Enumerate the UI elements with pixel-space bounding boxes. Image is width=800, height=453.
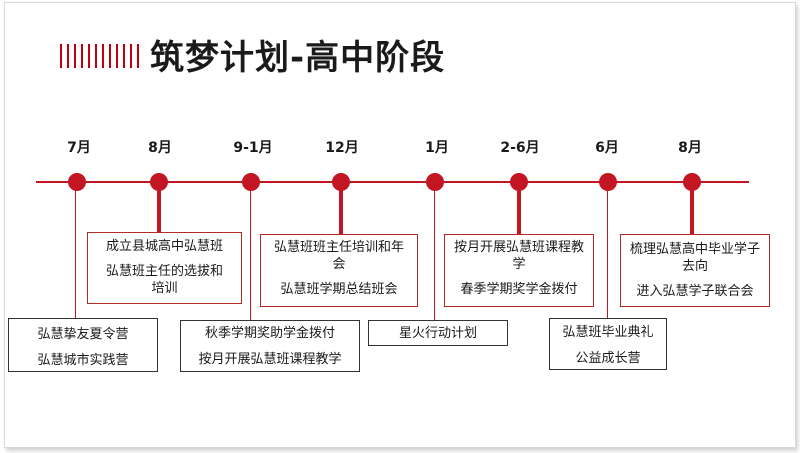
timeline-dot-2 <box>150 173 168 191</box>
event-box-6: 按月开展弘慧班课程教学 春季学期奖学金拨付 <box>444 234 594 307</box>
timeline-dot-7 <box>599 173 617 191</box>
title-decoration <box>60 44 146 68</box>
event-box-8: 梳理弘慧高中毕业学子去向 进入弘慧学子联合会 <box>620 234 770 307</box>
event-text: 梳理弘慧高中毕业学子去向 <box>629 242 760 274</box>
event-box-2: 成立县城高中弘慧班 弘慧班主任的选拔和培训 <box>87 232 242 304</box>
event-text: 星火行动计划 <box>398 326 477 341</box>
event-text: 按月开展弘慧班课程教学 <box>198 352 342 367</box>
connector-4 <box>339 182 343 234</box>
month-label-8: 8月 <box>678 140 702 156</box>
event-text: 公益成长营 <box>575 351 641 366</box>
month-label-3: 9-1月 <box>233 140 273 156</box>
event-box-7: 弘慧班毕业典礼 公益成长营 <box>549 318 667 370</box>
connector-3 <box>250 182 251 320</box>
event-text: 弘慧城市实践营 <box>37 353 129 368</box>
connector-5 <box>434 182 435 320</box>
connector-7 <box>607 182 608 318</box>
month-label-7: 6月 <box>595 140 619 156</box>
timeline-dot-5 <box>426 173 444 191</box>
page-title: 筑梦计划-高中阶段 <box>150 38 446 78</box>
slide-frame <box>4 2 796 448</box>
timeline-dot-4 <box>332 173 350 191</box>
event-text: 弘慧挚友夏令营 <box>37 327 129 342</box>
month-label-6: 2-6月 <box>500 140 540 156</box>
event-text: 弘慧班学期总结班会 <box>280 282 398 297</box>
event-text: 秋季学期奖助学金拨付 <box>204 326 335 341</box>
event-text: 成立县城高中弘慧班 <box>105 239 223 254</box>
month-label-1: 7月 <box>67 140 91 156</box>
event-text: 按月开展弘慧班课程教学 <box>453 240 584 272</box>
event-text: 弘慧班主任的选拔和培训 <box>106 264 224 296</box>
event-box-5: 星火行动计划 <box>368 320 508 346</box>
connector-8 <box>690 182 694 234</box>
timeline-dot-6 <box>510 173 528 191</box>
event-text: 弘慧班毕业典礼 <box>562 325 654 340</box>
month-label-4: 12月 <box>325 140 359 156</box>
timeline-dot-3 <box>242 173 260 191</box>
event-box-3: 秋季学期奖助学金拨付 按月开展弘慧班课程教学 <box>180 320 360 372</box>
connector-1 <box>75 182 76 318</box>
event-text: 进入弘慧学子联合会 <box>636 284 754 299</box>
event-box-4: 弘慧班班主任培训和年会 弘慧班学期总结班会 <box>260 234 418 307</box>
timeline-dot-8 <box>683 173 701 191</box>
timeline-dot-1 <box>68 173 86 191</box>
event-text: 春季学期奖学金拨付 <box>460 282 578 297</box>
month-label-2: 8月 <box>148 140 172 156</box>
connector-2 <box>157 182 161 232</box>
event-text: 弘慧班班主任培训和年会 <box>273 240 404 272</box>
timeline-axis <box>36 181 749 183</box>
month-label-5: 1月 <box>425 140 449 156</box>
event-box-1: 弘慧挚友夏令营 弘慧城市实践营 <box>8 318 158 372</box>
connector-6 <box>517 182 521 234</box>
